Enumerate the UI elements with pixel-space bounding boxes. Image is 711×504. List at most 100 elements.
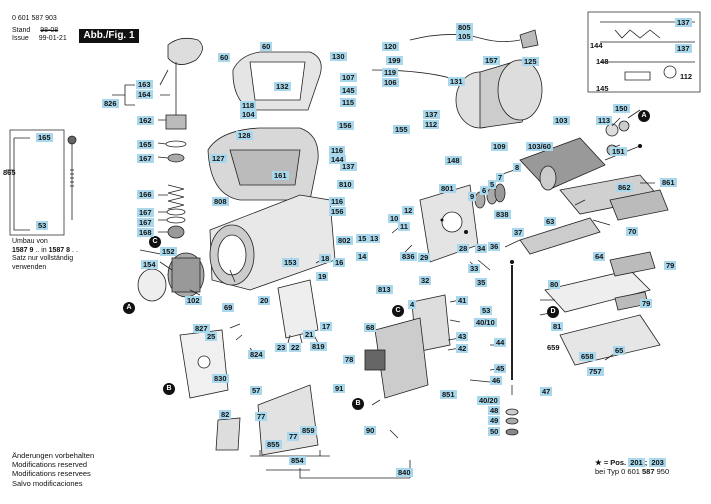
star-note-pos-201: 201: [628, 458, 645, 467]
part-label: 11: [398, 222, 410, 231]
part-label: 137: [675, 18, 692, 27]
issue-label: Issue: [12, 35, 29, 42]
part-label: 116: [329, 197, 346, 206]
note-in: .. in: [33, 246, 49, 254]
part-label: 801: [439, 184, 456, 193]
part-label: 13: [368, 234, 381, 243]
part-label: 40/20: [477, 396, 500, 405]
star-note-pos: = Pos.: [601, 458, 629, 467]
star-note-type-model: 587: [642, 467, 655, 476]
part-label: 79: [664, 261, 677, 270]
part-label: 64: [593, 252, 606, 261]
part-label: 162: [137, 116, 154, 125]
part-label: 128: [236, 131, 253, 140]
part-label: 157: [483, 56, 500, 65]
part-label: 44: [494, 338, 507, 347]
part-label: 82: [219, 410, 232, 419]
part-label: 838: [494, 210, 511, 219]
part-label: 112: [423, 120, 440, 129]
part-label: 65: [613, 346, 626, 355]
part-label: 199: [386, 56, 403, 65]
part-label: 18: [319, 254, 332, 263]
part-label: 757: [587, 367, 604, 376]
part-label: 137: [423, 110, 440, 119]
part-label: 808: [212, 197, 229, 206]
footer-line: Modifications reservees: [12, 469, 91, 479]
part-label: 19: [316, 272, 329, 281]
part-label: 6: [480, 186, 489, 195]
part-label: 154: [141, 260, 158, 269]
part-label: 156: [329, 207, 346, 216]
figure-label: Abb./Fig. 1: [79, 29, 139, 43]
star-note-type-suffix: 950: [654, 467, 670, 476]
part-label: 840: [396, 468, 413, 477]
part-label: 90: [364, 426, 377, 435]
part-label: 116: [329, 146, 346, 155]
marker-b-left: B: [163, 383, 175, 395]
part-label: 53: [36, 221, 49, 230]
part-label: 10: [388, 214, 401, 223]
part-label: 865: [3, 168, 16, 177]
part-label: 40/10: [474, 318, 497, 327]
part-label: 22: [289, 343, 302, 352]
part-label: 112: [680, 72, 693, 81]
stand-value: 98-08: [40, 26, 59, 34]
part-label: 130: [330, 52, 347, 61]
part-label: 118: [240, 101, 257, 110]
part-label: 42: [456, 344, 469, 353]
note-dots: . .: [70, 246, 78, 254]
part-label: 148: [445, 156, 462, 165]
part-label: 70: [626, 227, 639, 236]
issue-value: 99-01-21: [38, 35, 67, 42]
star-note-pos-203: 203: [649, 458, 666, 467]
part-label: 106: [382, 78, 399, 87]
part-label: 79: [640, 299, 653, 308]
part-label: 824: [248, 350, 265, 359]
part-label: 819: [310, 342, 327, 351]
part-label: 145: [596, 84, 609, 93]
doc-header: 0 601 587 903 Stand 98-08 Issue 99-01-21: [12, 15, 67, 44]
part-label: 156: [337, 121, 354, 130]
part-label: 34: [475, 244, 488, 253]
part-label: 131: [448, 77, 465, 86]
part-label: 60: [218, 53, 231, 62]
part-label: 78: [343, 355, 356, 364]
note-line-3: Satz nur vollständig: [12, 255, 74, 262]
part-label: 21: [303, 330, 316, 339]
part-label: 48: [488, 406, 501, 415]
part-label: 53: [480, 306, 493, 315]
part-label: 145: [340, 86, 357, 95]
part-label: 151: [610, 147, 627, 156]
part-label: 152: [160, 247, 177, 256]
part-label: 851: [440, 390, 457, 399]
part-label: 826: [102, 99, 119, 108]
part-label: 120: [382, 42, 399, 51]
part-label: 102: [185, 296, 202, 305]
part-label: 119: [382, 68, 399, 77]
part-label: 9: [468, 192, 477, 201]
marker-a-right: A: [638, 110, 650, 122]
part-label: 168: [137, 228, 154, 237]
star-note-type-label: bei Typ: [595, 467, 622, 476]
part-label: 805: [456, 23, 473, 32]
part-label: 69: [222, 303, 235, 312]
part-label: 77: [287, 432, 300, 441]
note-line-1: Umbau von: [12, 238, 48, 245]
part-label: 113: [596, 116, 613, 125]
part-label: 4: [408, 300, 417, 309]
part-label: 167: [137, 154, 154, 163]
part-label: 137: [675, 44, 692, 53]
part-label: 47: [540, 387, 553, 396]
note-model-to: 1587 8: [48, 246, 71, 254]
marker-a-left: A: [123, 302, 135, 314]
part-label: 80: [548, 280, 561, 289]
part-label: 45: [494, 364, 507, 373]
part-label: 163: [136, 80, 153, 89]
part-label: 81: [551, 322, 564, 331]
part-label: 50: [488, 427, 501, 436]
part-label: 148: [596, 57, 609, 66]
footer-notice: Änderungen vorbehalten Modifications res…: [12, 451, 94, 488]
part-label: 25: [205, 332, 218, 341]
part-label: 35: [475, 278, 488, 287]
part-label: 167: [137, 218, 154, 227]
